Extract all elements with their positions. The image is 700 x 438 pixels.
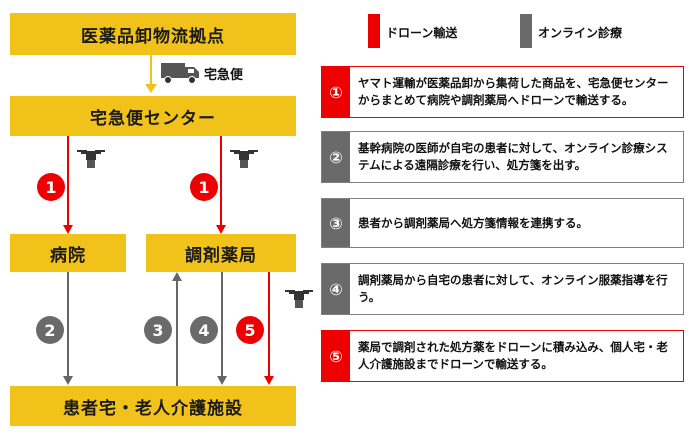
truck-arrow-line: [150, 55, 152, 85]
drone-icon: [77, 150, 105, 168]
step-number-5: ⑤: [322, 331, 350, 381]
step-marker-1-pharmacy: 1: [190, 173, 218, 201]
legend-online-swatch: [520, 14, 532, 48]
step-marker-5: 5: [236, 316, 264, 344]
delivery-center-box: 宅急便センター: [10, 96, 296, 136]
legend-drone-label: ドローン輸送: [386, 26, 458, 40]
hospital-box: 病院: [10, 234, 126, 272]
online-route-pharmacy-home-head: [217, 376, 227, 385]
step-description-2: ② 基幹病院の医師が自宅の患者に対して、オンライン診療システムによる遠隔診療を行…: [321, 131, 684, 183]
online-route-home-pharmacy-head: [172, 272, 182, 281]
step-marker-3: 3: [144, 316, 172, 344]
step-text-3: 患者から調剤薬局へ処方箋情報を連携する。: [358, 215, 588, 230]
legend-online-label: オンライン診療: [538, 26, 623, 40]
drone-route-pharmacy-home: [268, 272, 270, 377]
step-marker-1-hospital: 1: [37, 173, 65, 201]
step-description-5: ⑤ 薬局で調剤された処方薬をドローンに積み込み、個人宅・老人介護施設までドローン…: [321, 330, 684, 382]
home-label: 患者宅・老人介護施設: [63, 398, 243, 419]
step-text-2: 基幹病院の医師が自宅の患者に対して、オンライン診療システムによる遠隔診療を行い、…: [358, 141, 668, 172]
truck-label: 宅急便: [204, 68, 244, 83]
step-marker-4: 4: [190, 316, 218, 344]
drone-route-pharmacy-home-head: [264, 376, 274, 385]
step-description-1: ① ヤマト運輸が医薬品卸から集荷した商品を、宅急便センターからまとめて病院や調剤…: [321, 66, 684, 118]
online-route-pharmacy-home: [221, 272, 223, 377]
online-route-hospital-home-head: [63, 376, 73, 385]
online-route-home-pharmacy: [176, 281, 178, 386]
step-text-4: 調剤薬局から自宅の患者に対して、オンライン服薬指導を行う。: [358, 273, 668, 304]
step-marker-2: 2: [36, 316, 64, 344]
home-box: 患者宅・老人介護施設: [10, 386, 296, 426]
pharmacy-label: 調剤薬局: [185, 245, 257, 266]
legend-drone-swatch: [368, 14, 380, 48]
step-number-4: ④: [322, 264, 350, 314]
pharmacy-box: 調剤薬局: [146, 234, 296, 272]
drone-icon: [285, 290, 313, 308]
drone-route-hospital-head: [63, 225, 73, 234]
truck-icon: [161, 63, 199, 84]
step-description-4: ④ 調剤薬局から自宅の患者に対して、オンライン服薬指導を行う。: [321, 263, 684, 315]
drone-route-pharmacy: [220, 136, 222, 226]
step-text-5: 薬局で調剤された処方薬をドローンに積み込み、個人宅・老人介護施設までドローンで輸…: [358, 340, 668, 371]
drone-route-pharmacy-head: [216, 225, 226, 234]
step-number-1: ①: [322, 67, 350, 117]
step-number-3: ③: [322, 199, 350, 247]
drone-route-hospital: [67, 136, 69, 226]
online-route-hospital-home: [67, 272, 69, 377]
drone-icon: [230, 150, 258, 168]
delivery-center-label: 宅急便センター: [90, 108, 216, 129]
wholesaler-label: 医薬品卸物流拠点: [81, 26, 225, 47]
step-description-3: ③ 患者から調剤薬局へ処方箋情報を連携する。: [321, 198, 684, 248]
hospital-label: 病院: [50, 245, 86, 266]
step-text-1: ヤマト運輸が医薬品卸から集荷した商品を、宅急便センターからまとめて病院や調剤薬局…: [358, 76, 669, 107]
step-number-2: ②: [322, 132, 350, 182]
wholesaler-box: 医薬品卸物流拠点: [10, 13, 296, 55]
truck-arrow-head: [145, 84, 157, 93]
